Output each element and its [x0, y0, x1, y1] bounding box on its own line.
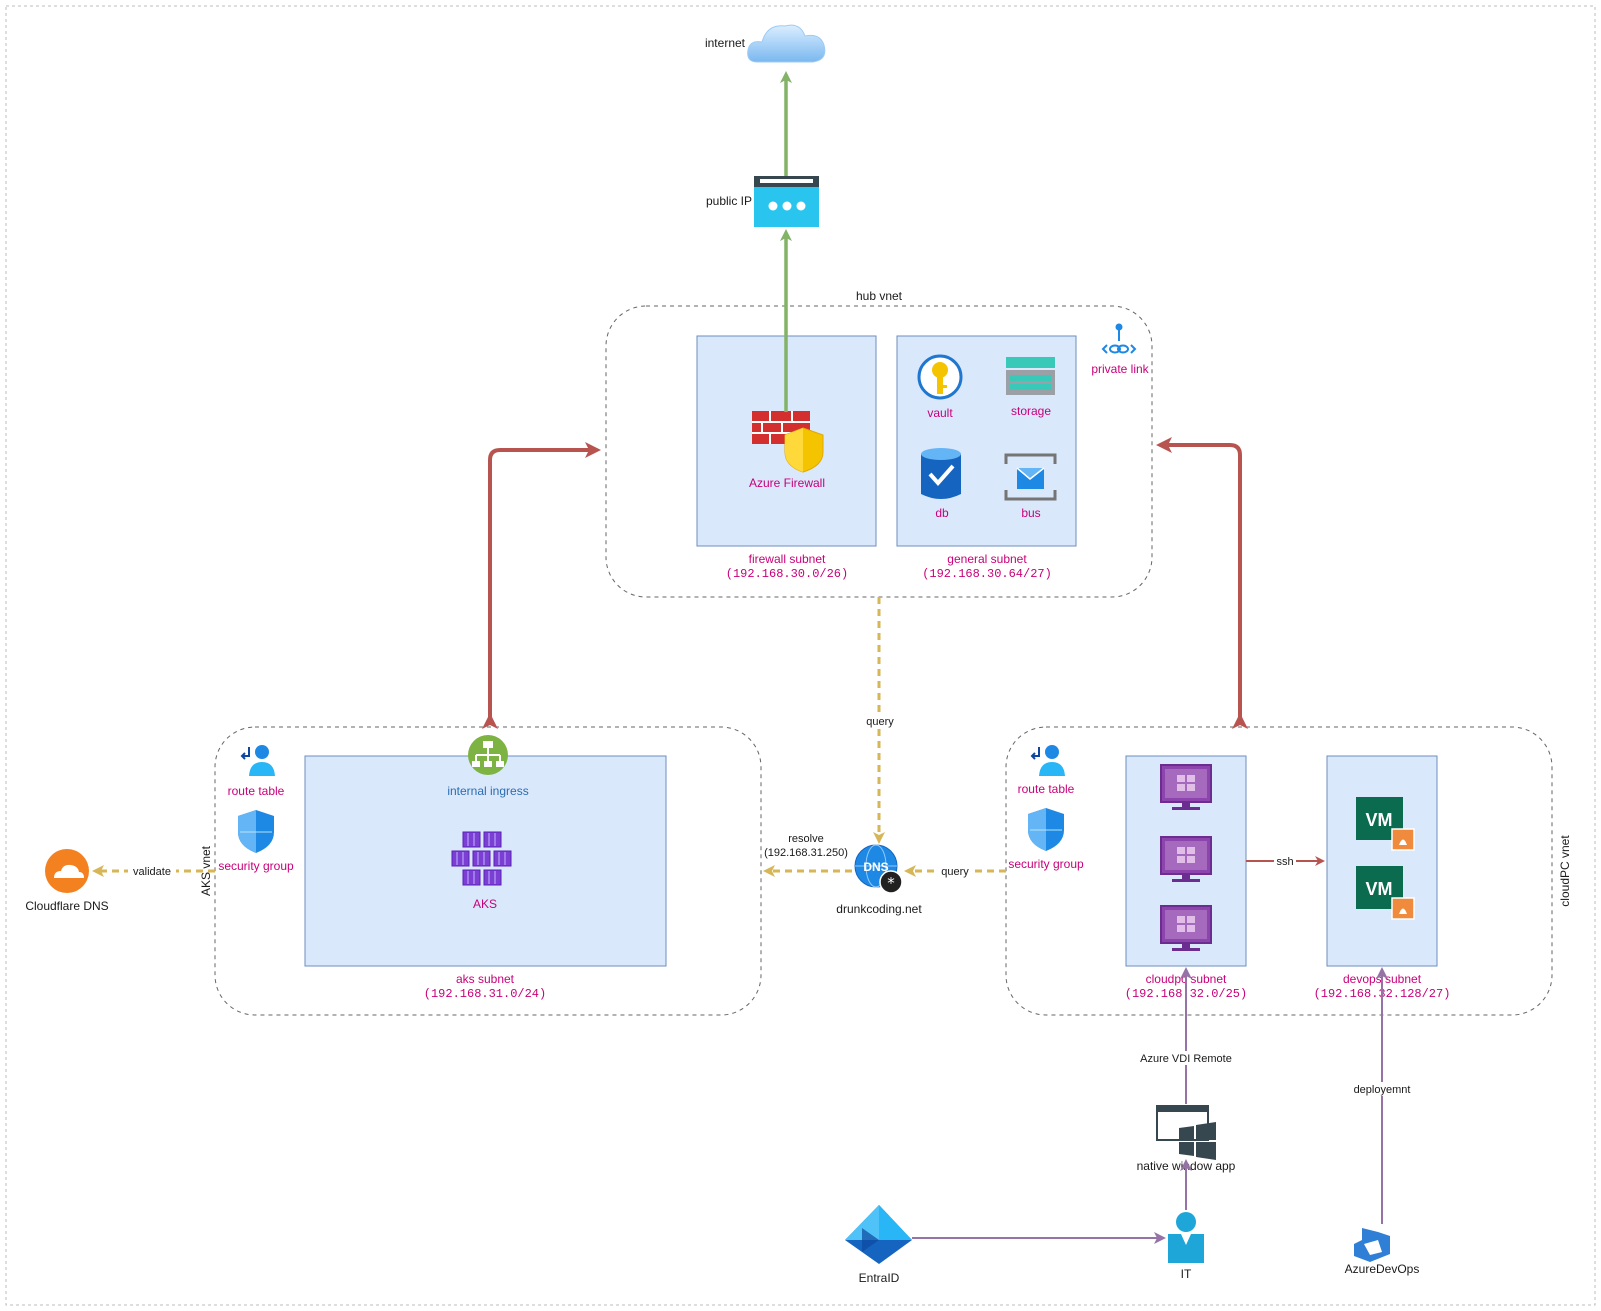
dns-zone-label: drunkcoding.net	[836, 902, 922, 916]
hub-vnet-label: hub vnet	[856, 289, 903, 303]
bus-label: bus	[1021, 506, 1040, 520]
vdi-edge-label: Azure VDI Remote	[1140, 1053, 1232, 1065]
db-label: db	[935, 506, 949, 520]
vm-icon: VM	[1356, 797, 1415, 851]
vm-label: VM	[1366, 810, 1393, 830]
key-vault-icon	[917, 354, 963, 400]
vault-label: vault	[927, 406, 953, 420]
aks-subnet-cidr: (192.168.31.0/24)	[424, 987, 546, 1001]
internet-label: internet	[705, 36, 746, 50]
shield-icon	[1028, 808, 1064, 851]
cloud-icon	[747, 24, 826, 63]
shield-icon	[238, 810, 274, 853]
ssh-edge-label: ssh	[1276, 856, 1293, 868]
private-link-icon	[1101, 323, 1137, 354]
firewall-icon	[752, 411, 824, 473]
vm-icon: VM	[1356, 866, 1415, 920]
aks-subnet-label: aks subnet	[456, 972, 515, 986]
public-ip-icon	[754, 176, 819, 227]
devops-subnet-box	[1326, 755, 1438, 967]
firewall-subnet-cidr: (192.168.30.0/26)	[726, 567, 848, 581]
cpc-hub-peering-edge	[1156, 437, 1248, 729]
azure-devops-label: AzureDevOps	[1345, 1262, 1420, 1276]
cloudflare-icon	[45, 849, 89, 893]
service-bus-icon	[1004, 453, 1057, 501]
aks-vnet-label: AKS vnet	[199, 845, 213, 896]
cloud-pc-icon	[1160, 764, 1212, 810]
aks-route-table-label: route table	[228, 784, 285, 798]
storage-label: storage	[1011, 404, 1051, 418]
private-link-label: private link	[1091, 362, 1149, 376]
entra-id-label: EntraID	[859, 1271, 900, 1285]
kubernetes-icon	[451, 831, 512, 886]
deployment-edge-label: deployemnt	[1354, 1084, 1411, 1096]
cloudpc-vnet-container	[1005, 726, 1553, 1016]
outer-frame	[5, 5, 1596, 1306]
route-table-icon	[240, 745, 275, 776]
azure-devops-icon	[1354, 1228, 1390, 1262]
cpc-route-table-label: route table	[1018, 782, 1075, 796]
cloudpc-vnet-label: cloudPC vnet	[1558, 835, 1572, 907]
internal-ingress-label: internal ingress	[447, 784, 528, 798]
resolve-ip-edge-label: (192.168.31.250)	[764, 847, 848, 859]
hub-query-edge-label: query	[866, 716, 894, 728]
entra-id-icon	[845, 1205, 912, 1264]
ingress-icon	[468, 735, 508, 775]
aks-security-group-label: security group	[218, 859, 294, 873]
general-subnet-cidr: (192.168.30.64/27)	[922, 567, 1052, 581]
public-ip-label: public IP	[706, 194, 752, 208]
aks-hub-peering-edge	[482, 442, 601, 729]
vm-label: VM	[1366, 879, 1393, 899]
dns-zone-icon: DNS *	[854, 844, 903, 894]
cloud-pc-icon	[1160, 836, 1212, 882]
windows-app-icon	[1156, 1105, 1216, 1160]
database-icon	[921, 448, 961, 499]
route-table-icon	[1030, 745, 1065, 776]
cloud-pc-icon	[1160, 905, 1212, 951]
it-label: IT	[1181, 1267, 1192, 1281]
storage-icon	[1006, 357, 1055, 395]
svg-text:DNS: DNS	[863, 860, 888, 874]
resolve-edge-label: resolve	[788, 833, 823, 845]
cloudflare-dns-label: Cloudflare DNS	[25, 899, 108, 913]
validate-edge-label: validate	[133, 866, 171, 878]
cpc-query-edge-label: query	[941, 866, 969, 878]
aks-label: AKS	[473, 897, 497, 911]
svg-text:*: *	[887, 874, 895, 892]
cpc-security-group-label: security group	[1008, 857, 1084, 871]
firewall-subnet-label: firewall subnet	[749, 552, 826, 566]
general-subnet-label: general subnet	[947, 552, 1027, 566]
user-icon	[1168, 1212, 1204, 1263]
azure-firewall-label: Azure Firewall	[749, 476, 825, 490]
